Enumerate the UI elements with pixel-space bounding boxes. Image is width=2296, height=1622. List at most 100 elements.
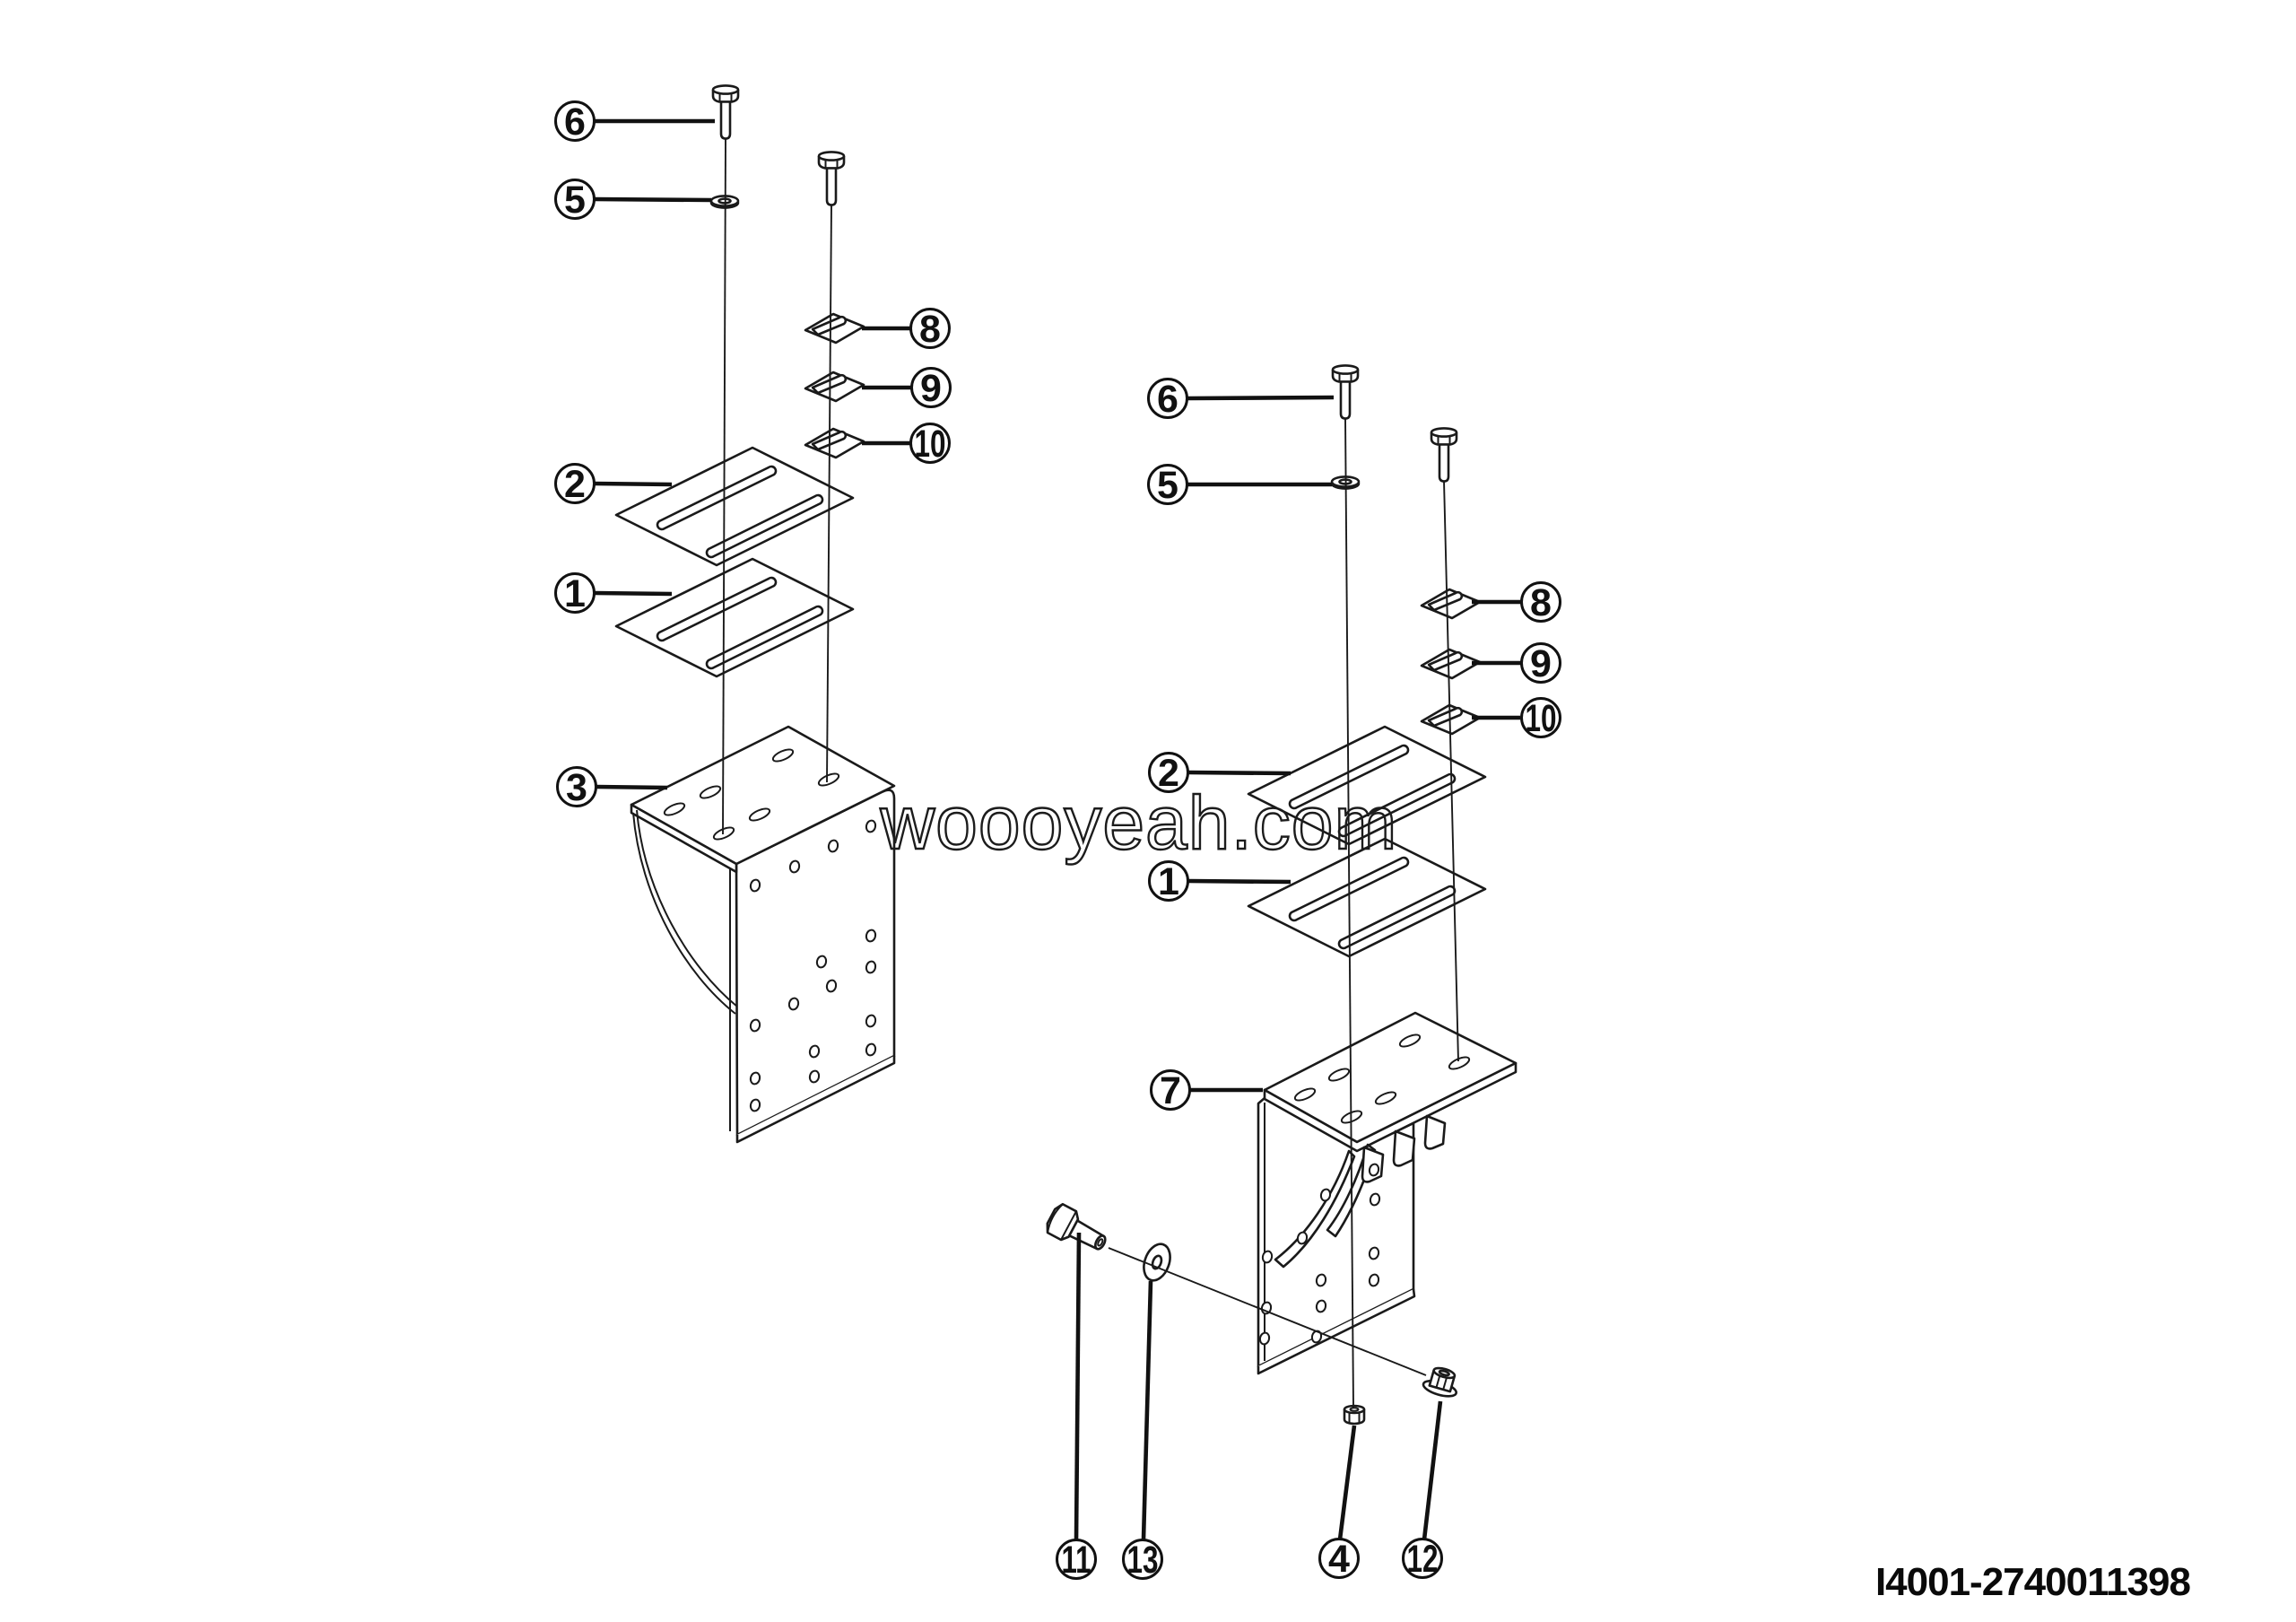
side-bolt-11	[1046, 1202, 1107, 1251]
callout-left-bracket-number: 3	[566, 766, 587, 809]
hex-bolt-left-b	[817, 151, 846, 206]
bracket-left-top-thickness	[630, 803, 738, 874]
callout-left-bolt: 6	[554, 100, 596, 144]
mounting-hole	[771, 748, 795, 763]
mounting-hole	[788, 859, 801, 874]
callout-right-bolt: 6	[1147, 378, 1188, 421]
mounting-hole	[1296, 1231, 1309, 1245]
callout-left-bracket: 3	[556, 766, 597, 809]
callout-left-plate-upper: 2	[554, 463, 596, 506]
leader-line	[596, 784, 668, 790]
bracket-left-top-holes	[663, 748, 840, 841]
mounting-hole	[808, 1044, 821, 1059]
mounting-hole	[865, 960, 877, 974]
mounting-hole	[749, 1071, 761, 1086]
callout-left-shim-top: 8	[909, 308, 951, 351]
bracket-right-top-holes	[1293, 1033, 1471, 1124]
bracket-left	[630, 725, 896, 1144]
mounting-hole	[1327, 1068, 1351, 1082]
drawing-part-number: I4001-2740011398	[1875, 1560, 2191, 1604]
mounting-hole	[712, 826, 735, 841]
leader-line	[594, 196, 712, 203]
mounting-hole	[1319, 1188, 1332, 1202]
callout-right-plate-lower-number: 1	[1158, 860, 1179, 903]
bracket-right-tab	[1392, 1129, 1416, 1167]
slotted-plate-left-lower	[614, 557, 855, 678]
axis-lines	[722, 138, 1459, 1408]
mounting-hole	[825, 979, 838, 993]
callout-left-washer: 5	[554, 179, 596, 222]
mounting-hole	[865, 819, 877, 833]
mounting-hole	[787, 997, 800, 1011]
shim-right-middle	[1420, 648, 1482, 680]
mounting-hole	[1368, 1246, 1380, 1260]
slotted-plate-left-upper	[614, 446, 855, 567]
bracket-right-face-holes	[1258, 1163, 1381, 1346]
mounting-hole	[1374, 1091, 1397, 1105]
callout-right-shim-middle-number: 9	[1530, 642, 1552, 685]
shim-left-top	[804, 312, 865, 344]
bracket-left-face-holes	[749, 819, 877, 1112]
flange-nut-12	[1422, 1366, 1458, 1398]
callout-left-bolt-number: 6	[564, 100, 586, 144]
callout-right-plate-lower: 1	[1148, 860, 1189, 903]
mounting-hole	[1315, 1299, 1327, 1313]
mounting-hole	[1398, 1033, 1422, 1048]
callout-left-plate-lower: 1	[554, 572, 596, 615]
mounting-hole	[748, 807, 771, 822]
left-assembly	[614, 84, 896, 1144]
right-assembly	[1046, 364, 1518, 1426]
callout-right-shim-bottom-number: 10	[1526, 697, 1557, 740]
callout-left-shim-top-number: 8	[919, 308, 941, 351]
mounting-hole	[1258, 1331, 1271, 1346]
mounting-hole	[827, 839, 839, 853]
callout-nut: 4	[1318, 1538, 1360, 1581]
hex-bolt-left-a	[711, 84, 740, 140]
shim-left-bottom	[804, 427, 865, 459]
callout-right-shim-top: 8	[1520, 581, 1561, 624]
callout-right-shim-top-number: 8	[1530, 581, 1552, 624]
nut-4	[1343, 1404, 1366, 1426]
callout-left-plate-lower-number: 1	[564, 572, 586, 615]
mounting-hole	[1315, 1273, 1327, 1287]
bracket-right-tab	[1423, 1114, 1447, 1150]
shim-right-top	[1420, 588, 1482, 620]
leader-line	[594, 590, 673, 597]
callout-left-plate-upper-number: 2	[564, 463, 586, 506]
callout-side-bolt-number: 11	[1062, 1539, 1091, 1582]
bracket-left-bottom-thickness	[735, 1056, 896, 1144]
callout-right-shim-bottom: 10	[1520, 697, 1561, 740]
leader-line	[1337, 1425, 1357, 1540]
hex-bolt-right-b	[1430, 427, 1458, 483]
watermark-text: woooyeah.com	[880, 780, 1398, 865]
callout-flange-nut: 12	[1402, 1538, 1443, 1581]
mounting-hole	[749, 1018, 761, 1033]
callout-right-shim-middle: 9	[1520, 642, 1561, 685]
mounting-hole	[1293, 1087, 1317, 1102]
bracket-left-gusset-inner	[636, 809, 738, 1007]
axis-line	[1443, 480, 1459, 1062]
mounting-hole	[699, 785, 722, 799]
shim-left-middle	[804, 371, 865, 403]
bracket-right-bottom-thickness	[1257, 1288, 1416, 1375]
callout-side-bolt: 11	[1056, 1539, 1097, 1582]
mounting-hole	[1368, 1273, 1380, 1287]
callout-right-washer: 5	[1147, 464, 1188, 507]
callouts: 6 5 8 9 10 2 1 3	[554, 100, 1561, 1582]
callout-right-bolt-number: 6	[1157, 378, 1178, 421]
callout-left-shim-middle: 9	[910, 367, 952, 410]
leader-line	[1141, 1280, 1153, 1540]
bracket-left-gusset-outer	[632, 812, 736, 1015]
mounting-hole	[749, 1098, 761, 1112]
hex-bolt-right-a	[1331, 364, 1360, 420]
bracket-right	[1257, 1011, 1518, 1375]
axis-line	[1344, 417, 1354, 1408]
axis-line	[1108, 1247, 1427, 1376]
callout-left-shim-bottom-number: 10	[915, 423, 946, 466]
leader-line	[1422, 1400, 1443, 1540]
mounting-hole	[865, 1042, 877, 1057]
callout-nut-number: 4	[1328, 1538, 1350, 1581]
mounting-hole	[865, 1014, 877, 1028]
side-washer-13	[1143, 1243, 1171, 1282]
